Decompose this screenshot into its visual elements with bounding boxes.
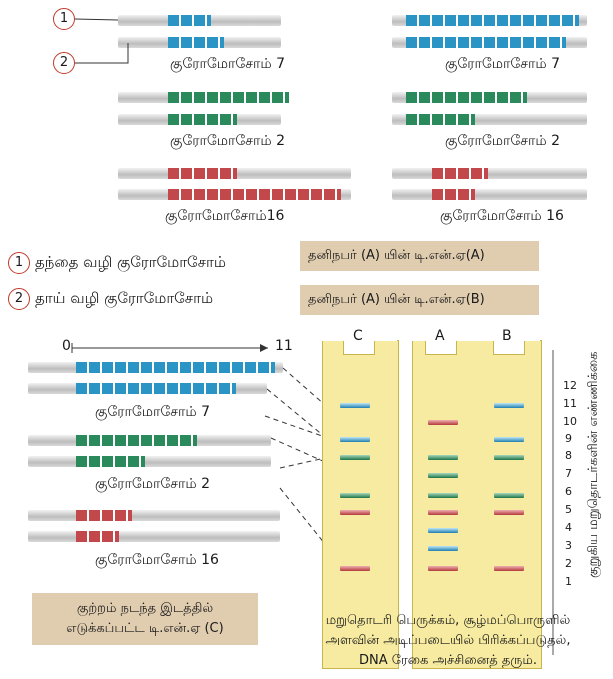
chromosome-label: குரோமோசோம் 7 xyxy=(445,56,560,72)
repeat-segment xyxy=(76,531,119,542)
band-b-red xyxy=(494,566,524,571)
band-c-green xyxy=(340,493,370,498)
repeat-segment xyxy=(168,168,237,179)
repeat-segment xyxy=(406,114,475,125)
lane-b-label: B xyxy=(502,328,512,344)
dna-a-box: தனிநபர் (A) யின் டி.என்.ஏ(A) xyxy=(300,241,539,271)
band-a-green xyxy=(428,493,458,498)
gel-top-ab xyxy=(412,329,540,341)
gel-lanes-ab xyxy=(412,340,542,669)
repeat-segment xyxy=(406,15,579,26)
legend-father: தந்தை வழி குரோமோசோம் xyxy=(35,253,226,271)
repeat-segment xyxy=(432,189,475,200)
chromosome-label: குரோமோசோம் 16 xyxy=(95,552,219,568)
chromosome-2-maternal xyxy=(28,456,271,467)
tick-label: 12 xyxy=(563,379,577,392)
dna-b-box: தனிநபர் (A) யின் டி.என்.ஏ(B) xyxy=(300,285,539,315)
lane-a-label: A xyxy=(435,328,445,344)
chromosome-label: குரோமோசோம் 16 xyxy=(440,208,564,224)
tick-label: 4 xyxy=(565,521,572,534)
chromosome-16-maternal xyxy=(28,531,280,542)
tick-label: 3 xyxy=(565,539,572,552)
band-c-red xyxy=(340,566,370,571)
tick-label: 11 xyxy=(563,397,577,410)
band-a-blue xyxy=(428,528,458,533)
band-c-red xyxy=(340,510,370,515)
band-a-green xyxy=(428,455,458,460)
band-c-blue xyxy=(340,403,370,408)
gel-top-c xyxy=(322,329,397,341)
band-b-blue xyxy=(494,437,524,442)
band-c-green xyxy=(340,455,370,460)
tick-label: 7 xyxy=(565,467,572,480)
tick-label: 5 xyxy=(565,503,572,516)
repeat-segment xyxy=(76,510,132,521)
chromosome-label: குரோமோசோம் 7 xyxy=(95,404,210,420)
repeat-segment xyxy=(432,168,488,179)
caption-line-2: அளவின் அடிப்படையில் பிரிக்கப்படுதல், xyxy=(325,633,571,648)
marker-2: 2 xyxy=(53,52,75,74)
tick-label: 1 xyxy=(565,575,572,588)
chromosome-16-paternal xyxy=(392,168,587,179)
band-a-green xyxy=(428,473,458,478)
repeat-segment xyxy=(406,37,566,48)
repeat-segment xyxy=(168,114,237,125)
repeat-segment xyxy=(168,92,289,103)
repeat-segment xyxy=(168,15,211,26)
marker-1: 1 xyxy=(53,8,75,30)
chromosome-label: குரோமோசோம்16 xyxy=(165,208,285,224)
repeat-segment xyxy=(406,92,527,103)
band-b-red xyxy=(494,510,524,515)
chromosome-label: குரோமோசோம் 2 xyxy=(95,476,210,492)
caption-line-1: மறுதொடரி பெருக்கம், சூழ்மப்பொருளில் xyxy=(325,613,571,628)
tick-label: 2 xyxy=(565,557,572,570)
repeat-segment xyxy=(76,435,197,446)
tick-label: 6 xyxy=(565,485,572,498)
chromosome-2-maternal xyxy=(392,114,587,125)
caption: மறுதொடரி பெருக்கம், சூழ்மப்பொருளில் அளவி… xyxy=(288,611,608,671)
well xyxy=(493,340,525,355)
chromosome-label: குரோமோசோம் 7 xyxy=(170,56,285,72)
gel-lane-c xyxy=(322,340,399,669)
legend-marker-1: 1 xyxy=(8,252,30,274)
chromosome-16-paternal xyxy=(28,510,280,521)
legend-mother: தாய் வழி குரோமோசோம் xyxy=(35,289,214,307)
chromosome-label: குரோமோசோம் 2 xyxy=(445,133,560,149)
legend-marker-2: 2 xyxy=(8,288,30,310)
band-a-blue xyxy=(428,546,458,551)
scale-start: 0 xyxy=(62,338,71,354)
band-a-red xyxy=(428,420,458,425)
band-b-blue xyxy=(494,403,524,408)
caption-line-3: DNA ரேகை அச்சினைத் தரும். xyxy=(359,653,537,668)
scale-end: 11 xyxy=(275,338,293,354)
chromosome-16-maternal xyxy=(392,189,587,200)
band-c-blue xyxy=(340,437,370,442)
band-a-red xyxy=(428,510,458,515)
lane-c-label: C xyxy=(353,328,363,344)
gel-axis-title: குறுகிய மறுதொடர்களின் எண்ணிக்கை xyxy=(586,351,601,579)
band-b-green xyxy=(494,493,524,498)
repeat-segment xyxy=(76,383,236,394)
tick-label: 8 xyxy=(565,449,572,462)
dna-c-box: குற்றம் நடந்த இடத்தில் எடுக்கப்பட்ட டி.எ… xyxy=(32,593,258,645)
chromosome-label: குரோமோசோம் 2 xyxy=(170,133,285,149)
dna-c-text: குற்றம் நடந்த இடத்தில் எடுக்கப்பட்ட டி.எ… xyxy=(66,601,224,636)
repeat-segment xyxy=(168,189,341,200)
well xyxy=(425,340,457,355)
repeat-segment xyxy=(76,456,145,467)
tick-label: 9 xyxy=(565,432,572,445)
tick-label: 10 xyxy=(563,415,577,428)
repeat-segment xyxy=(76,362,275,373)
band-a-red xyxy=(428,566,458,571)
band-b-green xyxy=(494,455,524,460)
repeat-segment xyxy=(168,37,224,48)
well xyxy=(343,340,375,355)
